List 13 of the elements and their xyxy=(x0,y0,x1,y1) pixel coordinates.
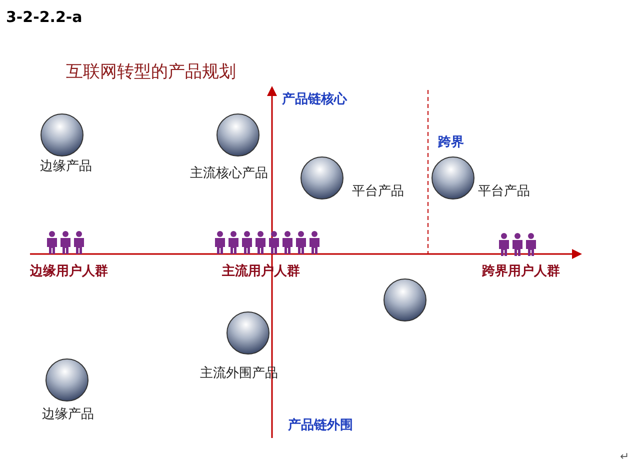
product-caption: 边缘产品 xyxy=(42,406,94,423)
axis-label: 跨界用户人群 xyxy=(482,262,560,280)
axis-label: 产品链核心 xyxy=(282,90,347,108)
figure-number: 3-2-2.2-a xyxy=(6,8,82,26)
region-label: 跨界 xyxy=(438,134,464,151)
paragraph-mark: ↵ xyxy=(620,450,630,463)
product-caption: 平台产品 xyxy=(478,183,530,200)
product-caption: 边缘产品 xyxy=(40,158,92,175)
axis-label: 产品链外围 xyxy=(288,416,353,434)
product-caption: 平台产品 xyxy=(352,183,404,200)
product-caption: 主流核心产品 xyxy=(190,165,268,182)
diagram-title: 互联网转型的产品规划 xyxy=(66,61,236,83)
axis-label: 边缘用户人群 xyxy=(30,262,108,280)
